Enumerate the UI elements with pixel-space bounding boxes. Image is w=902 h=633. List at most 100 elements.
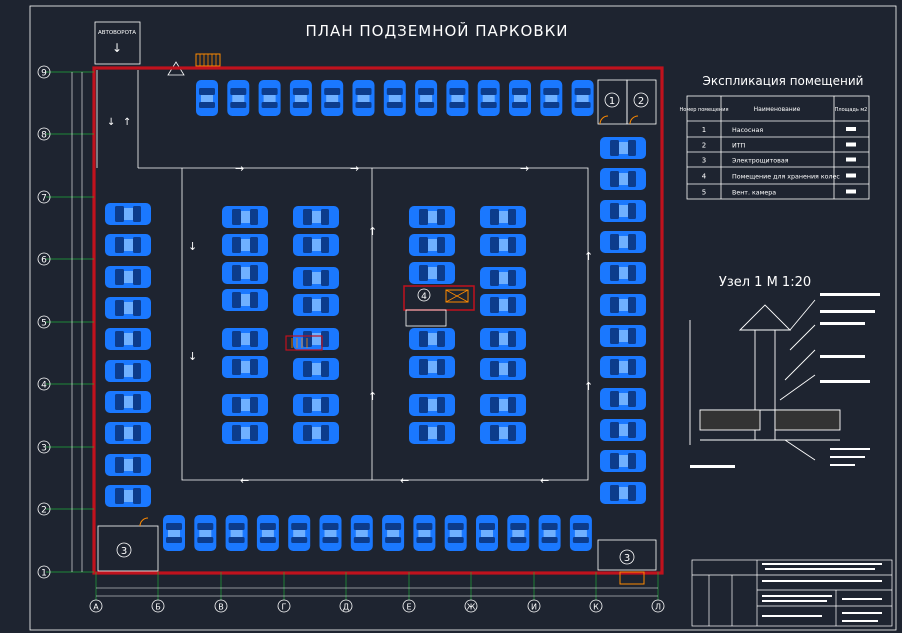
parking-space [409, 234, 455, 256]
parking-space [600, 356, 646, 378]
parking-space [600, 294, 646, 316]
row-axis-bubble [37, 440, 51, 454]
col-axis-label: А [93, 603, 99, 612]
parking-space [600, 388, 646, 410]
gate-label: АВТОВОРОТА [98, 30, 136, 36]
explication-row-name: ИТП [732, 143, 746, 150]
col-axis-bubble [214, 599, 228, 613]
row-axis-label: 4 [41, 381, 47, 391]
col-axis-label: Е [406, 603, 411, 612]
room-4-marker [417, 288, 431, 302]
row-axis-bubble [37, 565, 51, 579]
parking-space [600, 450, 646, 472]
page-title: ПЛАН ПОДЗЕМНОЙ ПАРКОВКИ [306, 21, 569, 40]
explication-row-area [846, 189, 856, 194]
row-axis-label: 5 [41, 319, 47, 329]
explication-row-name: Электрощитовая [732, 158, 789, 165]
explication-row-number: 4 [702, 173, 707, 181]
parking-space [288, 515, 311, 551]
room-4-number: 4 [421, 292, 427, 302]
title-block [691, 559, 893, 627]
room-4-vent [445, 289, 469, 303]
parking-space [444, 515, 467, 551]
parking-space [477, 80, 500, 116]
col-axis-label: Г [282, 603, 287, 612]
parking-space [293, 394, 339, 416]
col-axis-bubble [339, 599, 353, 613]
parking-space [105, 422, 151, 444]
parking-space [105, 203, 151, 225]
row-axis-label: 3 [41, 444, 47, 454]
room-3-right [597, 539, 657, 571]
parking-space [222, 206, 268, 228]
explication-row-name: Вент. камера [732, 190, 776, 197]
parking-space [600, 137, 646, 159]
explication-header-name: Наименование [754, 106, 801, 113]
col-axis-bubble [464, 599, 478, 613]
exit-stair [619, 571, 645, 585]
detail-title: Узел 1 М 1:20 [719, 275, 811, 290]
parking-space [480, 267, 526, 289]
room-2-number: 2 [638, 96, 644, 107]
parking-space [293, 328, 339, 350]
parking-space [600, 168, 646, 190]
parking-space [382, 515, 405, 551]
parking-space [293, 294, 339, 316]
parking-space [409, 328, 455, 350]
explication-table [686, 95, 870, 200]
room-2 [626, 79, 657, 125]
parking-space [222, 394, 268, 416]
explication-row-area [846, 173, 856, 178]
row-axis-bubble [37, 502, 51, 516]
row-axis-label: 7 [41, 194, 47, 204]
parking-space [409, 206, 455, 228]
row-axis-bubble [37, 127, 51, 141]
parking-space [319, 515, 342, 551]
parking-space [600, 200, 646, 222]
parking-space [540, 80, 563, 116]
room-3-right-marker [619, 549, 635, 565]
parking-space [350, 515, 373, 551]
explication-row-name: Насосная [732, 127, 763, 134]
gate-arrow: ↓ [112, 41, 122, 55]
parking-space [600, 262, 646, 284]
parking-space [293, 422, 339, 444]
room-3-left-marker [116, 542, 132, 558]
col-axis-label: Ж [467, 603, 476, 612]
parking-space [600, 482, 646, 504]
aisle-arrow: ← [400, 474, 409, 487]
col-axis-bubble [89, 599, 103, 613]
aisle-arrow: → [520, 162, 529, 175]
parking-space [222, 289, 268, 311]
col-axis-bubble [527, 599, 541, 613]
parking-space [600, 419, 646, 441]
col-axis-bubble [651, 599, 665, 613]
parking-space [571, 80, 594, 116]
parking-space [409, 394, 455, 416]
parking-space [321, 80, 344, 116]
parking-space [480, 206, 526, 228]
parking-space [509, 80, 531, 116]
room-3-right-number: 3 [624, 553, 630, 564]
parking-space [383, 80, 406, 116]
parking-space [289, 80, 312, 116]
row-axis-label: 9 [41, 69, 47, 79]
col-axis-label: Б [155, 603, 161, 612]
col-axis-label: Л [655, 603, 661, 612]
parking-space [222, 422, 268, 444]
aisle-arrow: ↓ [188, 240, 197, 253]
room-3-left-number: 3 [121, 546, 127, 557]
parking-space [446, 80, 469, 116]
row-axis-bubble [37, 252, 51, 266]
parking-space [293, 358, 339, 380]
parking-space [256, 515, 279, 551]
parking-space [507, 515, 530, 551]
central-stair [285, 335, 323, 351]
row-axis-bubble [37, 190, 51, 204]
col-axis-label: В [218, 603, 224, 612]
drawing-frame [29, 5, 897, 631]
detail-callouts [690, 293, 880, 468]
parking-space [105, 454, 151, 476]
parking-space [569, 515, 592, 551]
